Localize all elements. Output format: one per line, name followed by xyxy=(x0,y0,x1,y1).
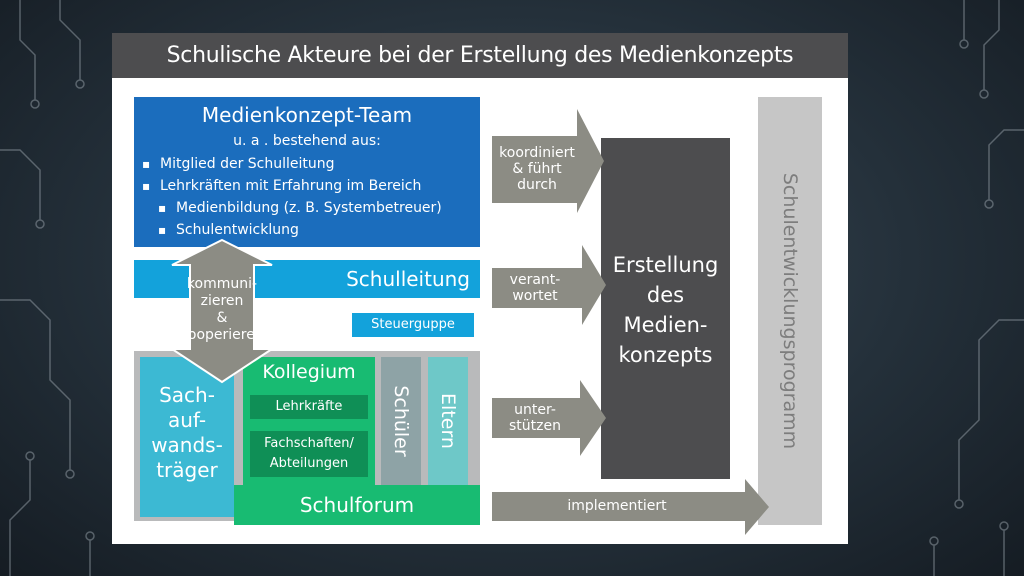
circuit-decoration-right xyxy=(929,0,1024,576)
erstellung-line: Erstellung xyxy=(612,253,719,277)
erstellung-line: konzepts xyxy=(618,343,713,367)
team-subitem: Medienbildung (z. B. Systembetreuer) xyxy=(142,197,442,219)
implementiert-label: implementiert xyxy=(567,498,667,514)
arrow-implementiert xyxy=(492,479,769,535)
schueler-box: Schüler xyxy=(381,357,421,485)
team-subtitle: u. a . bestehend aus: xyxy=(233,133,381,149)
lehrkraefte-box: Lehrkräfte xyxy=(250,395,368,419)
koordiniert-label: koordiniert & führt durch xyxy=(494,145,580,193)
unterstuetzen-line: stützen xyxy=(509,418,561,434)
verantwortet-label: verant- wortet xyxy=(498,272,572,304)
slide-title: Schulische Akteure bei der Erstellung de… xyxy=(112,33,848,78)
kommunizieren-line: zieren xyxy=(200,293,244,309)
kommunizieren-line: & xyxy=(216,310,228,326)
unterstuetzen-line: unter- xyxy=(514,402,556,418)
unterstuetzen-label: unter- stützen xyxy=(498,402,572,434)
team-item: Lehrkräften mit Erfahrung im Bereich xyxy=(142,175,442,197)
sachaufwandstraeger-box: Sach- auf- wands- träger xyxy=(140,357,234,517)
koordiniert-line: koordiniert xyxy=(499,145,575,161)
team-item: Mitglied der Schulleitung xyxy=(142,153,442,175)
verantwortet-line: verant- xyxy=(509,272,561,288)
kommunizieren-line: kommuni- xyxy=(186,276,258,292)
arrow-verantwortet xyxy=(492,245,606,325)
medienkonzept-team-box: Medienkonzept-Team u. a . bestehend aus:… xyxy=(134,97,480,247)
sach-line: wands- xyxy=(151,433,223,457)
schulentwicklungsprogramm-box: Schulentwicklungsprogramm xyxy=(758,97,822,525)
slide: Schulische Akteure bei der Erstellung de… xyxy=(112,33,848,544)
verantwortet-line: wortet xyxy=(512,288,558,304)
sach-line: Sach- xyxy=(159,383,215,407)
kommunizieren-line: kooperieren xyxy=(180,327,264,343)
fachschaften-line: Abteilungen xyxy=(269,456,349,471)
kollegium-title: Kollegium xyxy=(262,361,356,383)
fachschaften-line: Fachschaften/ xyxy=(264,436,354,451)
schulforum-box: Schulforum xyxy=(234,485,480,525)
arrow-unterstuetzen xyxy=(492,380,606,456)
fachschaften-box: Fachschaften/ Abteilungen xyxy=(250,431,368,477)
kommunizieren-label: kommuni- zieren & kooperieren xyxy=(176,276,268,344)
steuergruppe-box: Steuerguppe xyxy=(352,313,474,337)
koordiniert-line: & führt xyxy=(512,161,562,177)
erstellung-box: Erstellung des Medien- konzepts xyxy=(601,138,730,479)
sach-line: auf- xyxy=(167,408,207,432)
koordiniert-line: durch xyxy=(517,177,557,193)
team-subitem: Schulentwicklung xyxy=(142,219,442,241)
arrow-koordiniert xyxy=(492,109,604,213)
arrow-kommunizieren xyxy=(168,238,276,384)
circuit-decoration-left xyxy=(0,0,95,576)
erstellung-line: Medien- xyxy=(623,313,708,337)
team-member-list: Mitglied der Schulleitung Lehrkräften mi… xyxy=(142,153,442,241)
eltern-box: Eltern xyxy=(428,357,468,485)
arrow-layer xyxy=(168,109,769,535)
erstellung-line: des xyxy=(646,283,685,307)
team-title: Medienkonzept-Team xyxy=(201,103,413,127)
sach-line: träger xyxy=(156,458,218,482)
